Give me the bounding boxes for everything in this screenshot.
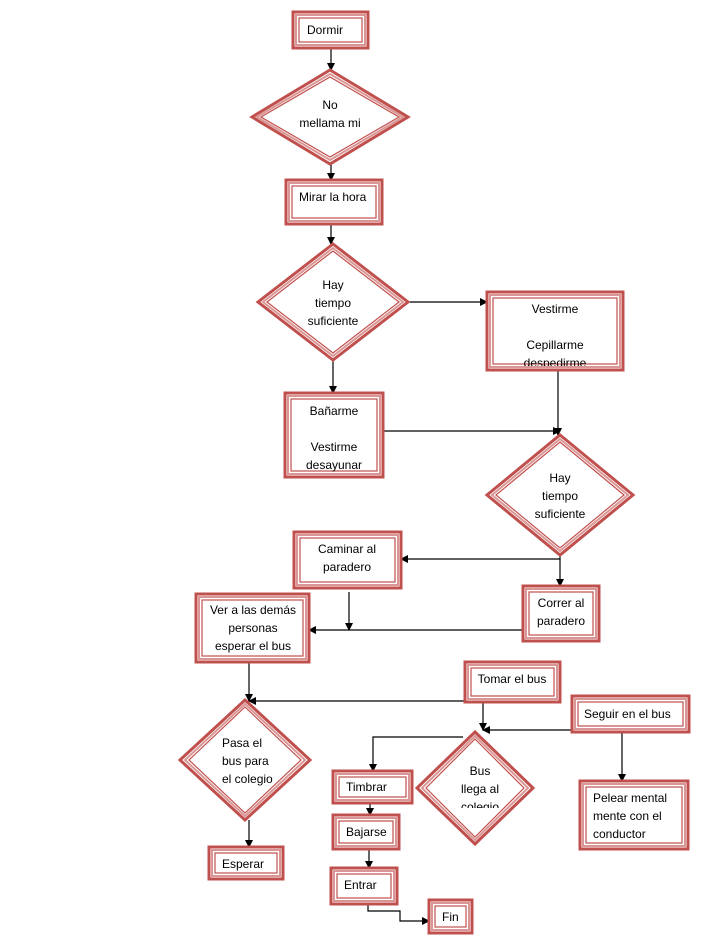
node-label: Caminar al <box>318 542 376 556</box>
node-caminar: Caminar al paradero <box>292 530 403 590</box>
node-label: Ver a las demás <box>210 603 296 617</box>
node-label: mente con el <box>593 809 662 823</box>
node-label: suficiente <box>535 507 586 521</box>
node-label: Tomar el bus <box>478 672 547 686</box>
node-label: Pelear mental <box>593 791 667 805</box>
node-label: suficiente <box>308 314 359 328</box>
node-label: personas <box>228 621 277 635</box>
node-pasa-bus: Pasa el bus para el colegio <box>177 697 313 823</box>
node-label: bus para <box>222 754 269 768</box>
node-hay-tiempo-1: Hay tiempo suficiente <box>255 242 411 362</box>
node-label: tiempo <box>542 489 578 503</box>
node-entrar: Entrar <box>329 866 399 906</box>
node-label: colegio <box>461 800 499 814</box>
node-label: Pasa el <box>222 736 262 750</box>
node-label: tiempo <box>315 296 351 310</box>
node-label: Entrar <box>344 878 377 892</box>
node-fin: Fin <box>427 898 474 935</box>
node-label: Cepillarme <box>526 338 584 352</box>
node-label: esperar el bus <box>215 639 291 653</box>
node-mirar-hora: Mirar la hora <box>284 178 384 226</box>
node-correr: Correr al paradero <box>521 584 601 643</box>
node-label: Timbrar <box>346 780 387 794</box>
node-label: Bajarse <box>346 825 387 839</box>
node-label: conductor <box>593 827 646 841</box>
node-label: Vestirme <box>311 440 358 454</box>
node-bus-llega: Bus llega al colegio <box>414 729 536 847</box>
node-label: despedirme <box>524 356 587 370</box>
node-timbrar: Timbrar <box>331 769 414 805</box>
node-esperar: Esperar <box>207 845 285 881</box>
node-label: Bus <box>470 764 491 778</box>
node-pelear: Pelear mental mente con el conductor <box>578 779 690 851</box>
edge-entrar-fin <box>367 904 430 925</box>
node-label: llega al <box>461 782 499 796</box>
node-label: Correr al <box>538 596 585 610</box>
node-label: Fin <box>442 910 459 924</box>
node-label: Mirar la hora <box>299 190 367 204</box>
node-label: Esperar <box>222 857 264 871</box>
node-label: paradero <box>537 614 585 628</box>
node-label: mellama mi <box>299 116 360 130</box>
node-label: desayunar <box>306 458 362 472</box>
node-tomar-bus: Tomar el bus <box>463 660 562 704</box>
node-no-mellama: No mellama mi <box>249 68 411 166</box>
node-label: el colegio <box>222 772 273 786</box>
node-label: Hay <box>549 471 570 485</box>
node-bajarse: Bajarse <box>331 813 401 851</box>
connectors <box>245 49 626 925</box>
node-label: Vestirme <box>532 302 579 316</box>
edge-hay-tiempo-2-caminar <box>400 555 561 563</box>
node-dormir: Dormir <box>291 10 370 50</box>
node-hay-tiempo-2: Hay tiempo suficiente <box>484 433 636 557</box>
node-label: No <box>322 98 338 112</box>
node-label: Dormir <box>307 23 343 37</box>
node-label: paradero <box>323 560 371 574</box>
node-ver-personas: Ver a las demás personas esperar el bus <box>194 592 311 664</box>
node-label: Bañarme <box>310 404 359 418</box>
edge-bus-llega-timbrar <box>369 736 463 772</box>
node-label: Hay <box>322 278 343 292</box>
node-label: Seguir en el bus <box>584 707 671 721</box>
node-seguir-bus: Seguir en el bus <box>570 694 691 734</box>
